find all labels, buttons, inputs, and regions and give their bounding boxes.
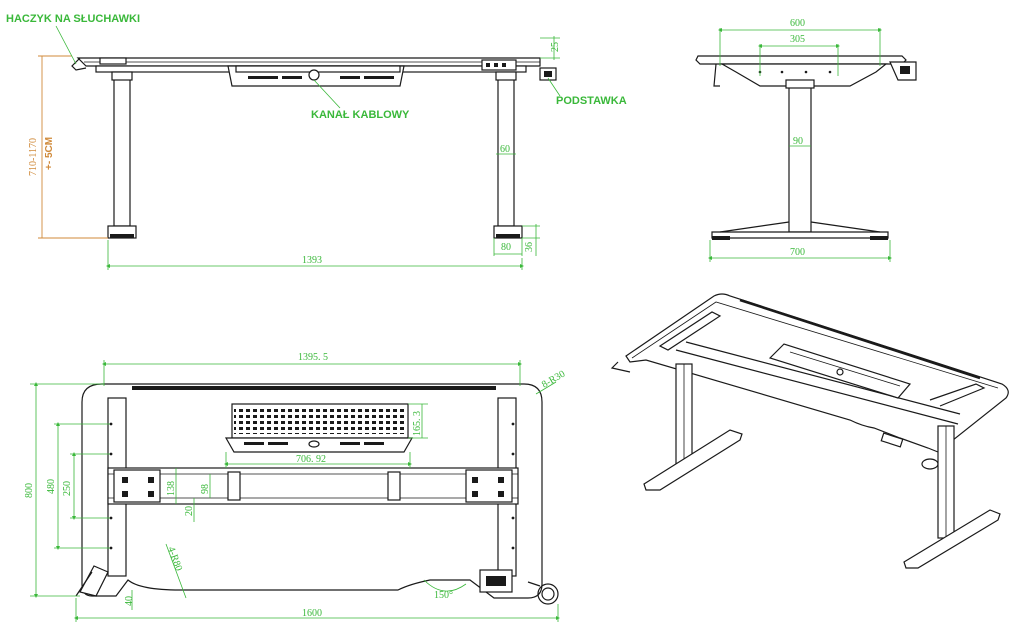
label-cable-tray: KANAŁ KABLOWY: [311, 109, 410, 121]
dim-top-thickness: 25: [550, 42, 561, 52]
dim-tray-width: 706. 92: [296, 454, 326, 465]
headphone-hook-shape: [71, 57, 87, 71]
dim-front-total-width: 1393: [302, 255, 322, 266]
top-cup-holder: [537, 583, 559, 605]
dim-column-width: 60: [500, 144, 510, 155]
iso-foot-right: [903, 509, 1001, 569]
side-desktop: [695, 55, 907, 65]
top-cable-slot: [132, 386, 496, 390]
dim-frame-span: 480: [46, 479, 57, 494]
dim-corner-radius: 8-R30: [540, 369, 567, 391]
label-holder: PODSTAWKA: [556, 95, 627, 107]
top-view: [75, 383, 559, 605]
side-base: [711, 231, 889, 239]
dim-foot-width: 80: [501, 242, 511, 253]
dim-beam-inner: 98: [200, 484, 211, 494]
label-headphone-hook: HACZYK NA SŁUCHAWKI: [6, 13, 140, 25]
iso-view: [610, 293, 1009, 569]
callouts: HACZYK NA SŁUCHAWKI KANAŁ KABLOWY PODSTA…: [6, 13, 627, 121]
dim-foot-height: 36: [524, 242, 535, 252]
top-headphone-hook: [79, 565, 109, 597]
dim-notch-radius: 4-R80: [165, 545, 184, 572]
dim-side-column: 90: [793, 136, 803, 147]
dim-tray-depth: 165. 3: [412, 411, 423, 436]
dim-total-width: 1600: [302, 608, 322, 619]
rail-holes: [109, 422, 515, 550]
top-desktop-outline: [81, 383, 543, 599]
dim-height-range: 710-1170: [28, 138, 39, 176]
dim-height-tolerance: +- 5CM: [44, 137, 55, 170]
dim-edge-offset: 40: [124, 596, 135, 606]
dim-beam-height: 138: [166, 481, 177, 496]
front-leg-left: [113, 75, 131, 227]
dim-top-width: 1395. 5: [298, 352, 328, 363]
dim-side-depth: 600: [790, 18, 805, 29]
side-view: [695, 55, 917, 240]
dim-top-depth: 800: [24, 483, 35, 498]
dim-inner-span: 250: [62, 481, 73, 496]
front-dimensions: 25 60 80 36 1393 710-1170 +- 5CM: [28, 36, 561, 270]
dim-notch-angle: 150°: [434, 590, 453, 601]
side-dimensions: 600 305 90 700: [708, 18, 892, 262]
iso-foot-left: [643, 429, 743, 491]
side-column: [788, 85, 812, 233]
side-bracket: [719, 63, 888, 87]
front-view: [71, 57, 557, 239]
dim-side-base: 700: [790, 247, 805, 258]
dim-beam-offset: 20: [184, 506, 195, 516]
dim-side-inner-span: 305: [790, 34, 805, 45]
